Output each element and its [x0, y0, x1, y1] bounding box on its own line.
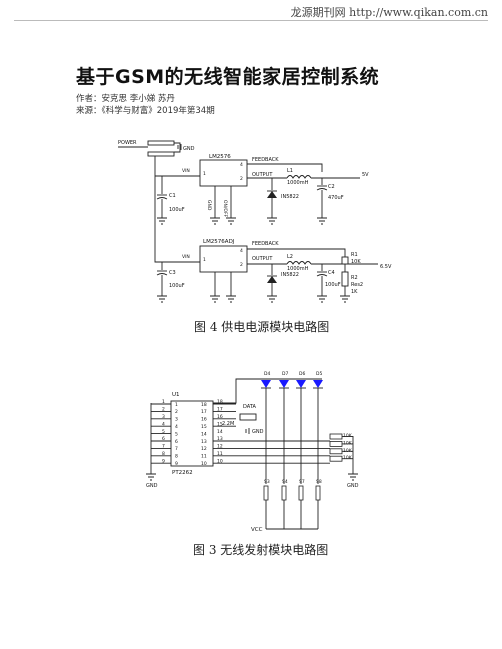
- r1-value: 10K: [351, 259, 361, 265]
- 6v5-label: 6.5V: [380, 264, 392, 270]
- authors: 安克思 李小娣 苏丹: [101, 94, 175, 104]
- ground-row-1: [157, 217, 327, 225]
- lm2576adj-label: LM2576ADJ: [203, 239, 235, 245]
- c4-value: 100uF: [325, 282, 341, 288]
- r2-value: Res2: [351, 282, 363, 288]
- header-divider: [14, 20, 488, 21]
- diode-d2: [267, 276, 277, 283]
- power-label: POWER: [118, 140, 137, 146]
- c3-value: 100uF: [169, 283, 185, 289]
- c1-label: C1: [169, 193, 176, 199]
- c4-label: C4: [328, 270, 335, 276]
- gnd-top-label: GND: [183, 146, 195, 152]
- d2-label: IN5822: [281, 272, 299, 278]
- input-rail: [154, 156, 200, 263]
- lm2576adj-chip: [199, 245, 248, 273]
- c3-label: C3: [169, 270, 176, 276]
- onoff-pin-label: ON/OFF: [222, 200, 228, 218]
- l1-value: 1000mH: [287, 180, 309, 186]
- power-connector-2: [147, 151, 175, 157]
- power-wire: [174, 142, 181, 153]
- diode-d1: [267, 191, 277, 198]
- output2-label: OUTPUT: [252, 256, 273, 262]
- site-header: 龙源期刊网 http://www.qikan.com.cn: [290, 6, 488, 19]
- power-connector: [147, 140, 175, 146]
- article-title: 基于GSM的无线智能家居控制系统: [76, 66, 380, 88]
- pin1b-label: 1: [203, 257, 206, 263]
- r2-label: R2: [351, 275, 358, 281]
- pin4-label: 4: [240, 162, 243, 168]
- vin-label: VIN: [182, 168, 190, 174]
- resistor-r1: [341, 256, 349, 265]
- source-label: 来源：: [76, 106, 102, 116]
- pin4b-label: 4: [240, 248, 243, 254]
- feedback-label: FEEDBACK: [252, 157, 279, 163]
- l2-label: L2: [287, 254, 293, 260]
- gnd-pin-label: GND: [206, 200, 212, 211]
- c2-label: C2: [328, 184, 335, 190]
- inductor-l1: [286, 175, 312, 179]
- figure3-caption: 图 3 无线发射模块电路图: [193, 543, 329, 557]
- l1-label: L1: [287, 168, 293, 174]
- author-line: 作者：安克思 李小娣 苏丹: [76, 92, 175, 104]
- pin2b-label: 2: [240, 262, 243, 268]
- r1-label: R1: [351, 252, 358, 258]
- l2-value: 1000mH: [287, 266, 309, 272]
- author-label: 作者：: [76, 94, 102, 104]
- pin1-label: 1: [203, 171, 206, 177]
- c1-value: 100uF: [169, 207, 185, 213]
- inductor-l2: [286, 261, 312, 265]
- figure4-caption: 图 4 供电电源模块电路图: [194, 320, 330, 334]
- lm2576-chip: [199, 159, 248, 187]
- lm2576-label: LM2576: [209, 154, 231, 160]
- ground-row-2: [157, 295, 350, 303]
- pin2-label: 2: [240, 176, 243, 182]
- vin2-label: VIN: [182, 254, 190, 260]
- source-line: 来源：《科学与财富》2019年第34期: [76, 104, 215, 116]
- resistor-r2: [341, 271, 349, 287]
- d1-label: IN5822: [281, 194, 299, 200]
- 5v-label: 5V: [362, 172, 369, 178]
- r2-kohm: 1K: [351, 289, 358, 295]
- c2-value: 470uF: [328, 195, 344, 201]
- source-text: 《科学与财富》2019年第34期: [101, 106, 215, 116]
- output-label: OUTPUT: [252, 172, 273, 178]
- feedback2-label: FEEDBACK: [252, 241, 279, 247]
